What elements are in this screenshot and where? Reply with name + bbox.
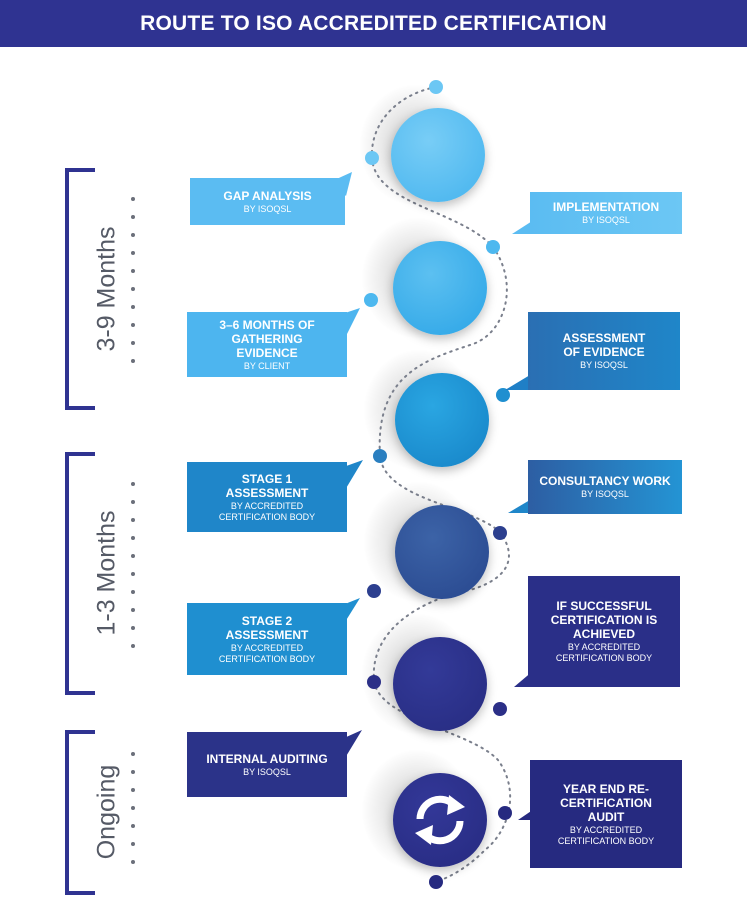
step-title: STAGE 2 ASSESSMENT [225,613,309,642]
step-box-gap-analysis: GAP ANALYSIS BY ISOQSL [190,178,345,225]
path-node [498,806,512,820]
path-node [373,449,387,463]
path-node [364,293,378,307]
step-box-certification-achieved: IF SUCCESSFUL CERTIFICATION IS ACHIEVED … [528,576,680,687]
path-node [496,388,510,402]
step-subtitle: BY CLIENT [243,360,291,371]
step-subtitle: BY ISOQSL [581,489,629,499]
step-title: CONSULTANCY WORK [539,474,671,488]
phase-bracket-2 [65,452,95,695]
page-title: ROUTE TO ISO ACCREDITED CERTIFICATION [0,0,747,47]
step-title: INTERNAL AUDITING [206,751,328,766]
path-node [493,702,507,716]
phase-bracket-1 [65,168,95,410]
step-circle-4 [395,505,489,599]
step-box-assessment-of-evidence: ASSESSMENT OF EVIDENCE BY ISOQSL [528,312,680,390]
step-title: IF SUCCESSFUL CERTIFICATION IS ACHIEVED [550,599,658,641]
step-subtitle: BY ISOQSL [580,360,628,370]
path-node [486,240,500,254]
path-node [367,675,381,689]
refresh-arrows-icon [415,795,465,845]
step-subtitle: BY ISOQSL [243,766,291,777]
step-title: STAGE 1 ASSESSMENT [225,471,309,500]
phase-dots-2 [131,482,135,662]
step-title: GAP ANALYSIS [223,188,312,203]
path-node [365,151,379,165]
step-title: ASSESSMENT OF EVIDENCE [562,331,646,359]
path-node [493,526,507,540]
phase-dots-1 [131,197,135,377]
path-node [429,80,443,94]
step-circle-3 [395,373,489,467]
path-node [367,584,381,598]
step-title: 3–6 MONTHS OF GATHERING EVIDENCE [219,317,315,360]
phase-bracket-3 [65,730,95,895]
step-subtitle: BY ACCREDITED CERTIFICATION BODY [218,500,316,522]
step-subtitle: BY ACCREDITED CERTIFICATION BODY [557,824,655,846]
step-circle-5 [393,637,487,731]
step-box-stage-2-assessment: STAGE 2 ASSESSMENT BY ACCREDITED CERTIFI… [187,603,347,675]
step-subtitle: BY ISOQSL [582,215,630,225]
step-box-recertification-audit: YEAR END RE-CERTIFICATION AUDIT BY ACCRE… [530,760,682,868]
step-circle-6 [393,773,487,867]
step-box-consultancy-work: CONSULTANCY WORK BY ISOQSL [528,460,682,514]
step-subtitle: BY ACCREDITED CERTIFICATION BODY [555,642,653,663]
step-box-internal-auditing: INTERNAL AUDITING BY ISOQSL [187,732,347,797]
step-subtitle: BY ISOQSL [243,203,292,214]
path-node [429,875,443,889]
step-circle-1 [391,108,485,202]
phase-dots-3 [131,752,135,878]
step-title: IMPLEMENTATION [552,200,660,214]
step-circle-2 [393,241,487,335]
step-subtitle: BY ACCREDITED CERTIFICATION BODY [218,642,316,664]
step-title: YEAR END RE-CERTIFICATION AUDIT [560,781,652,824]
step-box-implementation: IMPLEMENTATION BY ISOQSL [530,192,682,234]
step-box-gathering-evidence: 3–6 MONTHS OF GATHERING EVIDENCE BY CLIE… [187,312,347,377]
step-box-stage-1-assessment: STAGE 1 ASSESSMENT BY ACCREDITED CERTIFI… [187,462,347,532]
